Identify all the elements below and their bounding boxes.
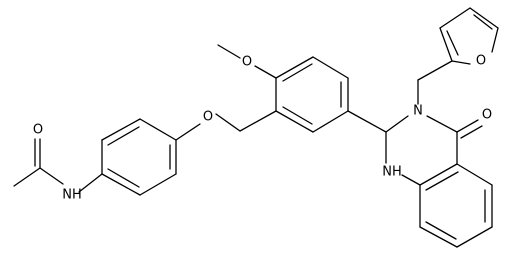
bond-n-aryl bbox=[78, 173, 103, 193]
bond-ether-o-ch2 bbox=[215, 113, 241, 132]
bond-ring2-methoxy-o bbox=[254, 65, 277, 79]
bond-ring3-inner-c bbox=[425, 171, 459, 191]
bond-ch2-furan bbox=[417, 60, 453, 81]
bond-ring1-inner-a bbox=[107, 126, 140, 146]
atom-label-furan-oxygen: O bbox=[476, 54, 486, 69]
bond-methoxy-o-ch3 bbox=[217, 44, 241, 59]
bond-c4a-c8a bbox=[419, 163, 458, 186]
bond-ring3-1 bbox=[456, 163, 493, 186]
bond-ring2-5 bbox=[312, 110, 349, 133]
atom-label-amide-nitrogen: NH bbox=[62, 188, 82, 203]
bond-ring2-6 bbox=[275, 110, 314, 133]
bond-ring3-4 bbox=[419, 226, 458, 248]
bond-c4-o-double bbox=[460, 125, 483, 139]
bond-furan-inner-b bbox=[473, 14, 493, 30]
bond-ring1-3 bbox=[139, 118, 177, 141]
bond-furan-4 bbox=[491, 27, 499, 53]
bond-c2-n3 bbox=[385, 115, 409, 133]
bond-ring1-2 bbox=[101, 118, 141, 141]
bond-c8a-nh bbox=[401, 174, 421, 186]
atom-label-acetyl-oxygen: O bbox=[33, 123, 43, 138]
bond-c4-o bbox=[456, 119, 479, 133]
atom-label-layer: O NH O O O N NH O bbox=[33, 54, 492, 203]
bond-methyl-carbonyl bbox=[13, 167, 41, 187]
bond-ring1-inner-c bbox=[107, 168, 140, 188]
atom-label-ring-nitrogen: N bbox=[413, 104, 423, 119]
bond-ring2-c2 bbox=[347, 110, 387, 133]
bond-furan-1 bbox=[439, 27, 453, 62]
bond-furan-inner-a bbox=[446, 30, 459, 56]
bond-ring2-2 bbox=[275, 56, 314, 79]
bond-furan-3 bbox=[469, 7, 499, 29]
bond-ring1-5 bbox=[139, 173, 177, 196]
bond-furan-2 bbox=[439, 7, 471, 29]
bond-layer bbox=[13, 7, 499, 248]
bond-n3-c4 bbox=[426, 115, 458, 133]
bond-furan-5 bbox=[451, 60, 471, 65]
bond-ch2-ring2 bbox=[239, 110, 277, 132]
bond-ring2-inner-c bbox=[282, 106, 313, 125]
bond-carbonyl-n bbox=[39, 167, 64, 185]
atom-label-ether-oxygen: O bbox=[203, 110, 213, 125]
bond-ring2-3 bbox=[312, 56, 349, 79]
bond-ring1-6 bbox=[101, 173, 141, 196]
bond-ring3-inner-b bbox=[425, 221, 457, 240]
bond-aryl-ether-o bbox=[175, 123, 201, 141]
atom-label-ring-nh: NH bbox=[382, 165, 402, 180]
bond-ring3-3 bbox=[456, 226, 493, 248]
atom-label-methoxy-oxygen: O bbox=[242, 55, 252, 70]
atom-label-carbonyl-oxygen: O bbox=[482, 108, 492, 123]
bond-ring2-inner-a bbox=[282, 63, 313, 82]
